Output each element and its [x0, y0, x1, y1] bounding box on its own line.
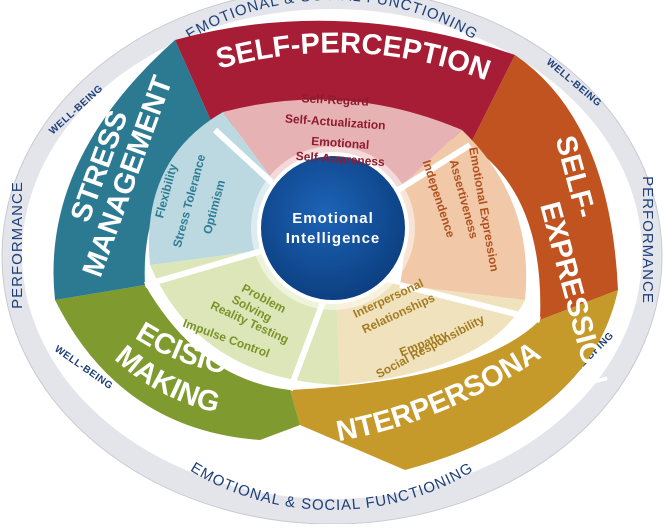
ring-text-left: PERFORMANCE	[9, 181, 26, 309]
sp-item-emotional: Emotional	[311, 134, 370, 152]
center-text-line1: Emotional	[292, 210, 374, 227]
segment-self-expression	[470, 55, 618, 320]
sp-item-self-awareness: Self-Awareness	[295, 149, 385, 169]
center-text-line2: Intelligence	[286, 230, 381, 247]
center-circle	[257, 152, 409, 304]
segment-stress-management	[53, 40, 215, 300]
ring-text-right: PERFORMANCE	[639, 176, 656, 304]
segment-decision-making	[55, 285, 300, 440]
segment-interpersonal	[290, 290, 618, 470]
wedge-interpersonal	[335, 270, 525, 385]
wedge-stress-management	[148, 112, 280, 265]
sp-item-self-regard: Self-Regard	[301, 91, 369, 109]
